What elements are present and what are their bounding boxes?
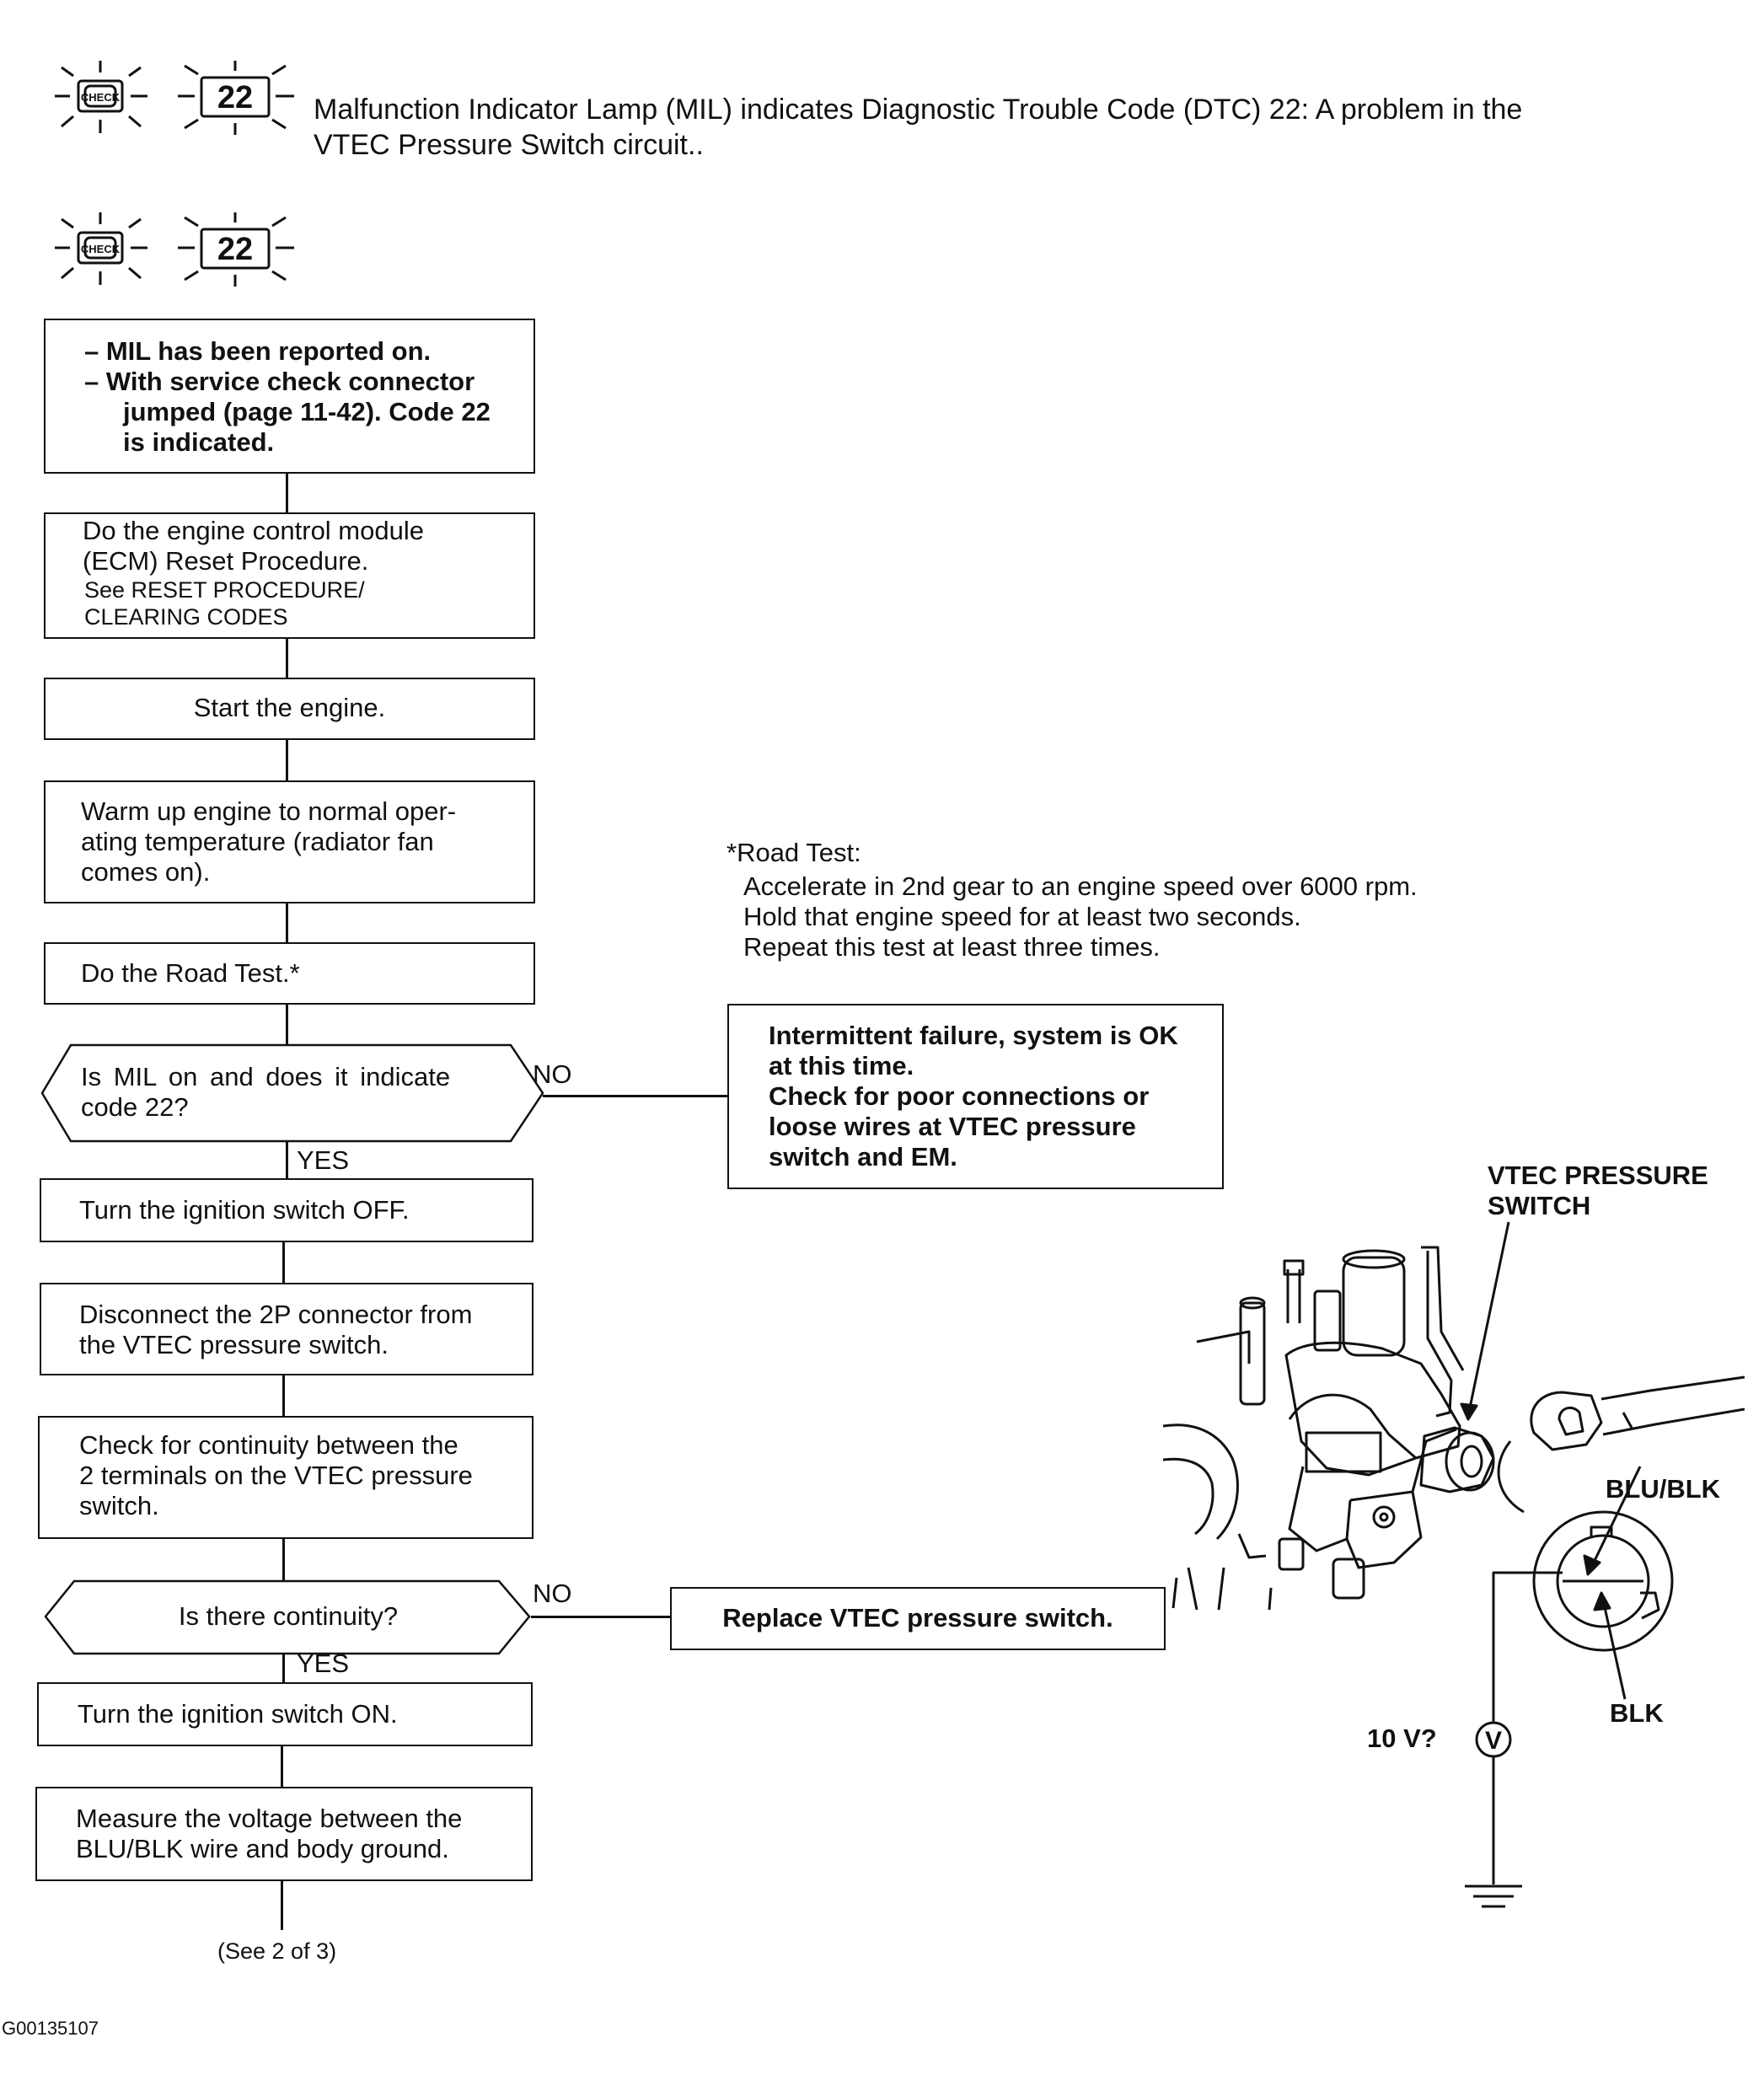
step-continuity-line1: Check for continuity between the xyxy=(79,1430,458,1460)
branch-no-2: NO xyxy=(533,1579,572,1608)
mil-icon-small: CHECK xyxy=(55,212,147,285)
intermittent-line4: loose wires at VTEC pressure xyxy=(769,1112,1136,1141)
step-measure-box xyxy=(35,1787,533,1881)
step-warm-box xyxy=(44,780,535,903)
wire-label-blu-blk: BLU/BLK xyxy=(1606,1474,1721,1504)
header-description-line1: Malfunction Indicator Lamp (MIL) indicat… xyxy=(314,94,1523,126)
road-test-note-title: *Road Test: xyxy=(727,838,861,867)
intermittent-line3: Check for poor connections or xyxy=(769,1081,1150,1111)
figure-id: G00135107 xyxy=(2,2018,99,2039)
step-ecm-line4: CLEARING CODES xyxy=(84,604,288,630)
decision-continuity-shape xyxy=(44,1579,531,1655)
step-ecm-line2: (ECM) Reset Procedure. xyxy=(83,546,369,576)
step-start-line3: jumped (page 11-42). Code 22 xyxy=(123,397,491,426)
road-test-note-line3: Repeat this test at least three times. xyxy=(743,932,1161,962)
road-test-note-line2: Hold that engine speed for at least two … xyxy=(743,902,1301,931)
step-start-engine-box xyxy=(44,678,535,740)
code-22-blink-icon: 22 xyxy=(178,61,294,135)
branch-yes-2: YES xyxy=(297,1649,350,1678)
step-start-line1: – MIL has been reported on. xyxy=(84,336,432,366)
step-ign-on: Turn the ignition switch ON. xyxy=(78,1699,398,1729)
step-ign-off: Turn the ignition switch OFF. xyxy=(79,1195,410,1225)
decision-mil-on-line1: Is MIL on and does it indicate xyxy=(81,1062,451,1091)
intermittent-line2: at this time. xyxy=(769,1051,914,1080)
svg-text:CHECK: CHECK xyxy=(81,91,121,104)
step-start-line4: is indicated. xyxy=(123,427,275,457)
decision-mil-on-shape xyxy=(40,1043,544,1143)
intermittent-line1: Intermittent failure, system is OK xyxy=(769,1021,1178,1050)
connector-no-2 xyxy=(531,1616,671,1618)
step-warm-line2: ating temperature (radiator fan xyxy=(81,827,434,856)
step-start-engine: Start the engine. xyxy=(193,693,386,722)
step-ecm-line3: See RESET PROCEDURE/ xyxy=(84,577,365,603)
mil-icon: CHECK xyxy=(55,61,147,133)
connector-7 xyxy=(282,1375,285,1416)
step-measure-line1: Measure the voltage between the xyxy=(76,1804,463,1833)
step-ign-off-box xyxy=(40,1178,533,1242)
branch-yes-1: YES xyxy=(297,1145,350,1175)
connector-yes-1 xyxy=(286,1141,288,1178)
connector-6 xyxy=(282,1242,285,1283)
code-22-icon-small: 22 xyxy=(178,212,294,287)
decision-continuity: Is there continuity? xyxy=(178,1601,399,1631)
vtec-switch-label-line2: SWITCH xyxy=(1488,1191,1591,1220)
step-ign-on-box xyxy=(37,1682,533,1746)
step-disconnect-line2: the VTEC pressure switch. xyxy=(79,1330,389,1359)
connector-5 xyxy=(286,1005,288,1045)
step-ecm-line1: Do the engine control module xyxy=(83,516,424,545)
replace-switch-box xyxy=(670,1587,1166,1650)
step-continuity-line3: switch. xyxy=(79,1491,159,1520)
step-disconnect-line1: Disconnect the 2P connector from xyxy=(79,1300,473,1329)
connector-10 xyxy=(281,1881,283,1930)
connector-8 xyxy=(282,1539,285,1581)
step-continuity-line2: 2 terminals on the VTEC pressure xyxy=(79,1461,473,1490)
vtec-switch-label-line1: VTEC PRESSURE xyxy=(1488,1161,1708,1190)
step-road-test-box xyxy=(44,942,535,1005)
see-next-page: (See 2 of 3) xyxy=(217,1938,337,1964)
connector-3 xyxy=(286,740,288,780)
step-road-test: Do the Road Test.* xyxy=(81,958,300,988)
branch-no-1: NO xyxy=(533,1059,572,1089)
decision-mil-on-line2: code 22? xyxy=(81,1092,189,1122)
svg-text:22: 22 xyxy=(217,80,253,115)
connector-1 xyxy=(286,474,288,512)
intermittent-line5: switch and EM. xyxy=(769,1142,957,1171)
step-start-box xyxy=(44,319,535,474)
step-measure-line2: BLU/BLK wire and body ground. xyxy=(76,1834,449,1863)
replace-switch: Replace VTEC pressure switch. xyxy=(722,1603,1113,1633)
step-disconnect-box xyxy=(40,1283,533,1375)
connector-9 xyxy=(281,1746,283,1787)
connector-2 xyxy=(286,639,288,678)
step-warm-line1: Warm up engine to normal oper- xyxy=(81,796,457,826)
wire-label-blk: BLK xyxy=(1610,1698,1664,1728)
svg-text:CHECK: CHECK xyxy=(81,243,121,255)
connector-no-1 xyxy=(543,1095,728,1097)
step-ecm-reset-box xyxy=(44,512,535,639)
step-start-line2: – With service check connector xyxy=(84,367,475,396)
connector-yes-2 xyxy=(282,1654,285,1682)
step-continuity-box xyxy=(38,1416,533,1539)
voltage-label: 10 V? xyxy=(1367,1724,1437,1753)
svg-text:22: 22 xyxy=(217,232,253,267)
step-warm-line3: comes on). xyxy=(81,857,211,887)
connector-4 xyxy=(286,903,288,942)
header-description-line2: VTEC Pressure Switch circuit.. xyxy=(314,129,704,161)
meter-symbol: V xyxy=(1485,1727,1502,1755)
vtec-switch-illustration: V xyxy=(1163,1221,1745,1908)
intermittent-failure-box xyxy=(727,1004,1224,1189)
road-test-note-line1: Accelerate in 2nd gear to an engine spee… xyxy=(743,871,1418,901)
